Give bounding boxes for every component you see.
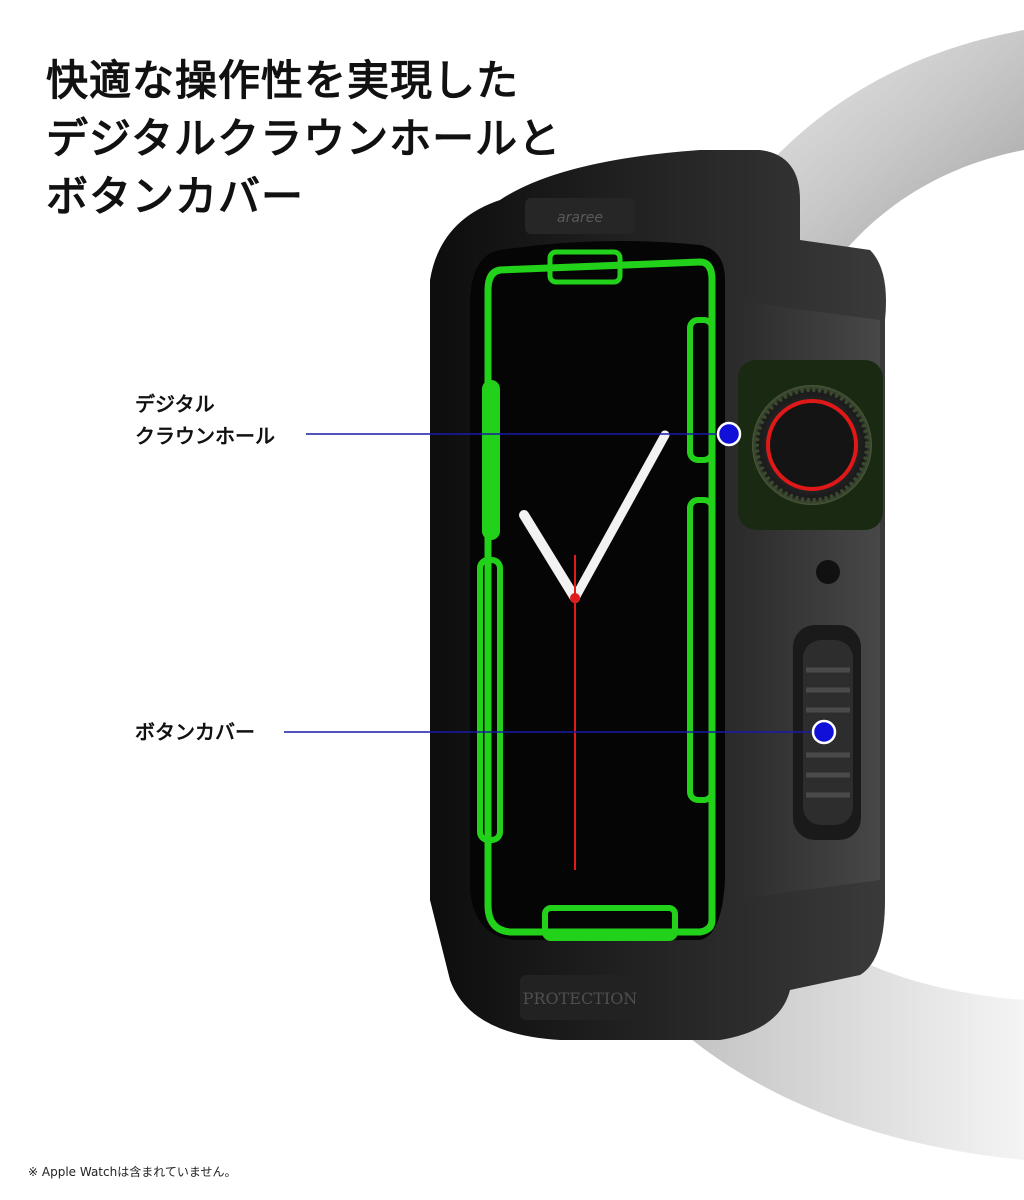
watch-screen bbox=[470, 241, 725, 941]
headline: 快適な操作性を実現した デジタルクラウンホールと ボタンカバー bbox=[46, 52, 561, 226]
headline-line-3: ボタンカバー bbox=[46, 172, 305, 221]
case-bottom-text: PROTECTION bbox=[523, 989, 638, 1008]
callout-label-crown-line-2: クラウンホール bbox=[135, 424, 275, 448]
microphone-hole bbox=[816, 560, 840, 584]
headline-line-1: 快適な操作性を実現した bbox=[46, 56, 520, 105]
headline-line-2: デジタルクラウンホールと bbox=[46, 114, 562, 163]
callout-label-crown: デジタル クラウンホール bbox=[135, 388, 275, 452]
callout-label-button-text: ボタンカバー bbox=[135, 720, 255, 744]
case-brand-text: araree bbox=[557, 210, 603, 226]
callout-crown bbox=[306, 421, 742, 447]
callout-button bbox=[284, 719, 837, 745]
footnote: ※ Apple Watchは含まれていません。 bbox=[28, 1165, 237, 1179]
digital-crown bbox=[738, 360, 883, 530]
callout-label-button: ボタンカバー bbox=[135, 716, 255, 748]
callout-label-crown-line-1: デジタル bbox=[135, 392, 215, 416]
callout-dot-button bbox=[811, 719, 837, 745]
callout-dot-crown bbox=[716, 421, 742, 447]
